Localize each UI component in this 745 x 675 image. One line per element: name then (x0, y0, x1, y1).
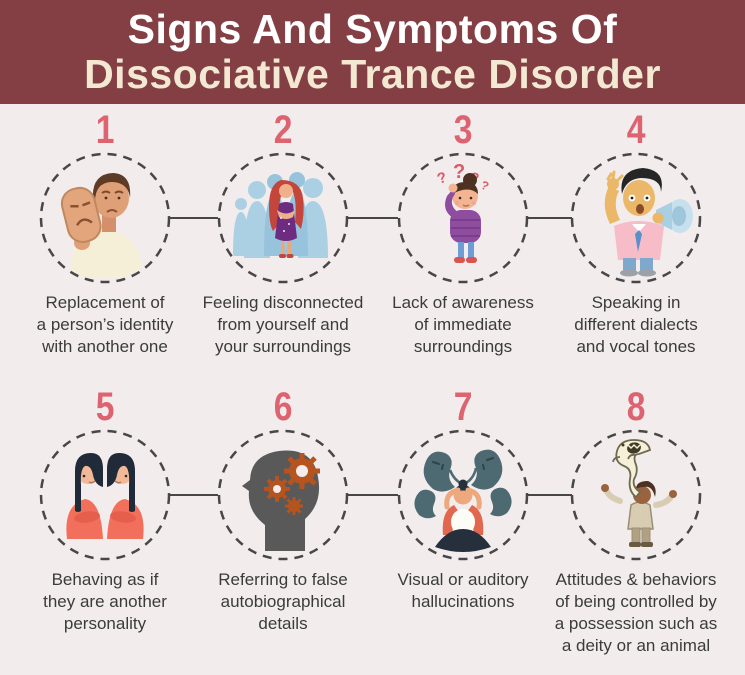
connector-line (348, 494, 398, 496)
symptom-item-2: 2 (193, 108, 373, 358)
item-circle: ? ? ? ? (397, 152, 529, 284)
item-number: 1 (15, 108, 195, 152)
symptom-item-5: 5 Behaving as if the (15, 385, 195, 635)
item-illustration-wrap (401, 433, 525, 557)
symptom-item-8: 8 (546, 385, 726, 657)
item-caption: Visual or auditory hallucinations (397, 570, 529, 611)
item-circle (217, 429, 349, 561)
item-number-text: 3 (453, 108, 473, 152)
item-caption: Referring to false autobiographical deta… (218, 570, 348, 633)
item-caption: Speaking in different dialects and vocal… (574, 293, 698, 356)
svg-text:?: ? (435, 169, 449, 188)
symptom-item-1: 1 (15, 108, 195, 358)
connector-line (348, 217, 398, 219)
hallucination-ghosts-icon (414, 449, 512, 552)
connector-line (170, 494, 218, 496)
page-title-line2: Dissociative Trance Disorder (84, 51, 661, 97)
item-circle (570, 152, 702, 284)
item-illustration-wrap: ? ? ? ? (401, 156, 525, 280)
svg-text:?: ? (479, 178, 491, 194)
item-number: 3 (373, 108, 553, 152)
item-number-text: 8 (626, 385, 646, 429)
page-title-line1: Signs And Symptoms Of (127, 6, 618, 52)
item-number-text: 2 (273, 108, 293, 152)
item-circle (39, 429, 171, 561)
item-number: 4 (546, 108, 726, 152)
item-number-text: 1 (95, 108, 115, 152)
mirrored-women-icon (66, 452, 145, 540)
item-number-text: 6 (273, 385, 293, 429)
connector-line (528, 217, 572, 219)
item-caption: Replacement of a person’s identity with … (36, 293, 174, 356)
item-number: 5 (15, 385, 195, 429)
item-illustration-wrap (43, 433, 167, 557)
head-gears-icon (242, 450, 320, 551)
crowd-disconnection-icon (233, 172, 328, 258)
item-number: 6 (193, 385, 373, 429)
item-circle (39, 152, 171, 284)
item-caption: Feeling disconnected from yourself and y… (202, 293, 364, 356)
item-illustration-wrap (43, 156, 167, 280)
item-caption: Attitudes & behaviors of being controlle… (554, 570, 718, 655)
item-illustration-wrap (574, 156, 698, 280)
item-caption: Lack of awareness of immediate surroundi… (392, 293, 534, 356)
item-illustration-wrap (221, 156, 345, 280)
symptom-item-7: 7 (373, 385, 553, 613)
item-circle (397, 429, 529, 561)
symptom-item-6: 6 (193, 385, 373, 635)
item-number-text: 7 (453, 385, 473, 429)
item-number: 7 (373, 385, 553, 429)
header-banner: Signs And Symptoms Of Dissociative Tranc… (0, 0, 745, 104)
item-number-text: 5 (95, 385, 115, 429)
symptom-item-4: 4 (546, 108, 726, 358)
item-number: 8 (546, 385, 726, 429)
item-illustration-wrap (574, 433, 698, 557)
item-circle (217, 152, 349, 284)
confused-person-icon: ? ? ? ? (435, 161, 491, 263)
megaphone-announcer-icon (604, 168, 693, 277)
item-circle (570, 429, 702, 561)
connector-line (170, 217, 218, 219)
item-illustration-wrap (221, 433, 345, 557)
identity-mask-icon (60, 173, 143, 278)
possession-spirit-icon (601, 439, 677, 547)
symptom-item-3: 3 ? ? ? ? (373, 108, 553, 358)
connector-line (528, 494, 572, 496)
item-number-text: 4 (626, 108, 646, 152)
item-number: 2 (193, 108, 373, 152)
item-caption: Behaving as if they are another personal… (43, 570, 167, 633)
